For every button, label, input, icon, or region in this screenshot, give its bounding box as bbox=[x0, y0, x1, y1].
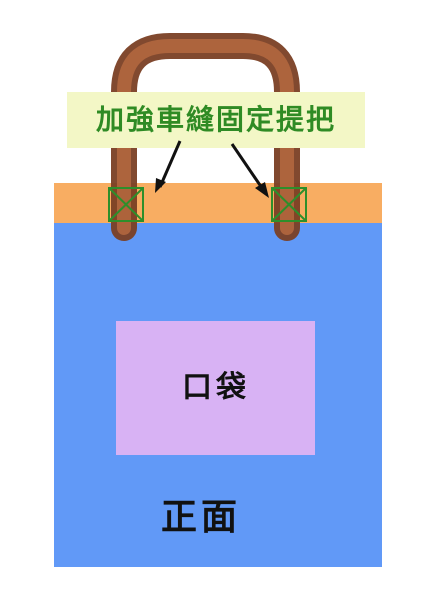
front-label: 正面 bbox=[161, 497, 241, 538]
pocket bbox=[116, 321, 315, 455]
pocket-label: 口袋 bbox=[182, 370, 250, 405]
arrow-icon bbox=[230, 143, 269, 198]
callout-label-bg bbox=[67, 92, 365, 148]
bag-handle bbox=[111, 33, 300, 241]
x-stitch-box-icon bbox=[108, 187, 144, 222]
x-stitch-box-icon bbox=[271, 187, 307, 222]
arrow-icon bbox=[155, 140, 182, 193]
callout-label: 加強車縫固定提把 bbox=[96, 103, 336, 136]
bag-top-band bbox=[54, 183, 382, 223]
